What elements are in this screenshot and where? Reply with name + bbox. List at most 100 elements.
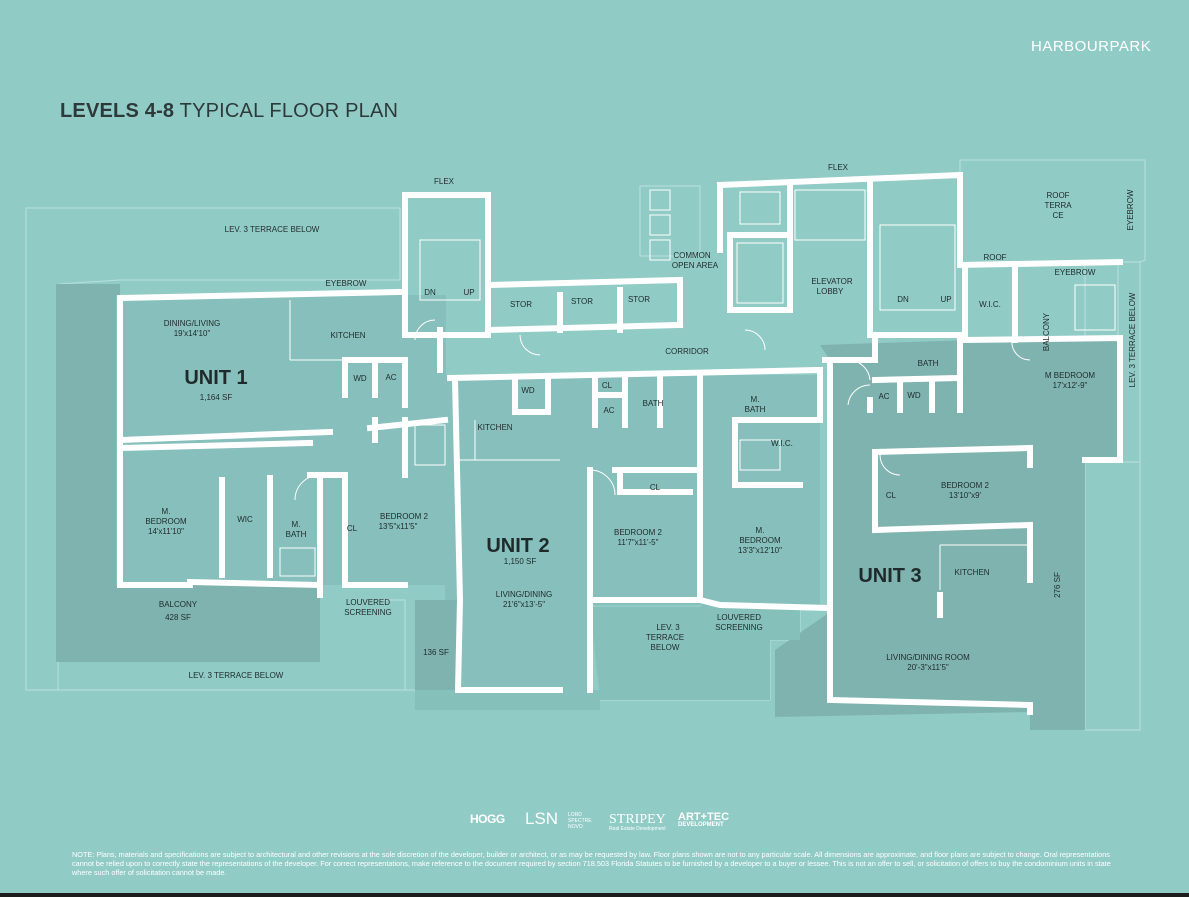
lsn-logo-sub: LORD SPECTRE NOVO [568, 812, 592, 830]
label-u2-cl2: CL [650, 483, 661, 492]
label-u3-wic: W.I.C. [979, 300, 1001, 309]
stripey-logo: STRIPEY [609, 812, 666, 827]
page-title: LEVELS 4-8 TYPICAL FLOOR PLAN [60, 100, 398, 123]
label-lev3-terrace-right: LEV. 3 TERRACE BELOW [1128, 292, 1137, 387]
label-u1-bed2-dim: 13'5"x11'5" [379, 522, 418, 531]
label-up-left: UP [463, 288, 474, 297]
label-u2-mbath-1: M. [751, 395, 760, 404]
unit2-sf: 1,150 SF [504, 557, 537, 566]
label-u3-cl: CL [886, 491, 897, 500]
room-labels: FLEX FLEX LEV. 3 TERRACE BELOW LEV. 3 TE… [145, 163, 1137, 680]
label-u3-276: 276 SF [1053, 572, 1062, 598]
stripey-logo-sub: Real Estate Development [609, 826, 666, 832]
label-u2-mbed-dim: 13'3"x12'10" [738, 546, 782, 555]
label-u2-mbed-1: M. [756, 526, 765, 535]
label-flex-right: FLEX [828, 163, 849, 172]
label-dn-left: DN [424, 288, 436, 297]
label-u1-dining: DINING/LIVING [164, 319, 220, 328]
label-u2-living: LIVING/DINING [496, 590, 552, 599]
label-louvered2-a: LOUVERED [717, 613, 761, 622]
label-u1-ac: AC [385, 373, 396, 382]
label-u2-kitchen: KITCHEN [477, 423, 512, 432]
walls [116, 171, 1124, 715]
label-u3-ac: AC [878, 392, 889, 401]
label-roof-terrace3: CE [1052, 211, 1063, 220]
label-flex-left: FLEX [434, 177, 455, 186]
disclaimer-note: NOTE: Plans, materials and specification… [72, 850, 1111, 877]
label-u1-balcony: BALCONY [159, 600, 198, 609]
label-u3-bed2: BEDROOM 2 [941, 481, 990, 490]
label-lev3-mid2: TERRACE [646, 633, 684, 642]
label-u1-balcony-sf: 428 SF [165, 613, 191, 622]
label-u1-kitchen: KITCHEN [330, 331, 365, 340]
label-u3-living-dim: 20'-3"x11'5" [907, 663, 949, 672]
label-u3-bed2-dim: 13'10"x9' [949, 491, 982, 500]
unit1-sf: 1,164 SF [200, 393, 233, 402]
label-u2-wd: WD [521, 386, 535, 395]
label-lev3-terrace-bottom: LEV. 3 TERRACE BELOW [189, 671, 284, 680]
label-u3-kitchen: KITCHEN [954, 568, 989, 577]
label-u1-wd: WD [353, 374, 367, 383]
label-elevator-1: ELEVATOR [811, 277, 853, 286]
label-common-1: COMMON [673, 251, 711, 260]
label-louvered2-b: SCREENING [715, 623, 763, 632]
label-louvered1-a: LOUVERED [346, 598, 390, 607]
brand-logo: HARBOURPARK [1031, 38, 1152, 55]
label-u2-mbed-2: BEDROOM [739, 536, 781, 545]
label-roof: ROOF [983, 253, 1006, 262]
label-u2-mbath-2: BATH [745, 405, 766, 414]
label-u1-wic: WIC [237, 515, 253, 524]
label-u3-mbed: M BEDROOM [1045, 371, 1096, 380]
label-stor-1: STOR [510, 300, 532, 309]
label-eyebrow-left: EYEBROW [326, 279, 367, 288]
label-u2-living-dim: 21'6"x13'-5" [503, 600, 545, 609]
label-roof-terrace2: TERRA [1044, 201, 1072, 210]
lsn-logo: LSN [525, 809, 559, 828]
arttec-logo-line2: DEVELOPMENT [678, 822, 724, 828]
label-u3-balcony: BALCONY [1042, 312, 1051, 351]
label-roof-terrace1: ROOF [1046, 191, 1069, 200]
title-levels: LEVELS 4-8 [60, 100, 175, 122]
label-lev3-mid1: LEV. 3 [656, 623, 680, 632]
label-stor-2: STOR [571, 297, 593, 306]
label-u3-bath: BATH [918, 359, 939, 368]
label-u1-cl: CL [347, 524, 358, 533]
bottom-bar [0, 893, 1189, 897]
label-u1-mbath-1: M. [292, 520, 301, 529]
details [279, 189, 1116, 590]
label-common-2: OPEN AREA [672, 261, 719, 270]
label-u2-cl: CL [602, 381, 613, 390]
label-u1-mbed-dim: 14'x11'10" [148, 527, 184, 536]
label-up-right: UP [940, 295, 951, 304]
label-u2-bed2-dim: 11'7"x11'-5" [618, 538, 659, 547]
unit2-name: UNIT 2 [486, 535, 549, 557]
label-lev3-mid3: BELOW [651, 643, 680, 652]
label-u2-wic: W.I.C. [771, 439, 793, 448]
label-u1-mbed-1: M. [162, 507, 171, 516]
unit-sf: 1,164 SF 1,150 SF [200, 393, 537, 566]
title-rest: TYPICAL FLOOR PLAN [174, 100, 399, 122]
label-u3-living: LIVING/DINING ROOM [886, 653, 970, 662]
label-u1-mbath-2: BATH [286, 530, 307, 539]
arttec-logo-line1: ART+TEC [678, 811, 730, 823]
label-u3-wd: WD [907, 391, 921, 400]
label-u2-136: 136 SF [423, 648, 449, 657]
unit3-name: UNIT 3 [858, 565, 921, 587]
label-eyebrow-right: EYEBROW [1055, 268, 1096, 277]
label-u3-mbed-dim: 17'x12'-9" [1053, 381, 1088, 390]
label-u1-dining-dim: 19'x14'10" [174, 329, 211, 338]
label-louvered1-b: SCREENING [344, 608, 392, 617]
label-eyebrow-vertical: EYEBROW [1126, 189, 1135, 230]
label-stor-3: STOR [628, 295, 650, 304]
label-u1-mbed-2: BEDROOM [145, 517, 187, 526]
hogg-logo: HOGG [470, 812, 505, 826]
label-u1-bed2: BEDROOM 2 [380, 512, 429, 521]
unit1-name: UNIT 1 [184, 367, 247, 389]
label-lev3-terrace-top: LEV. 3 TERRACE BELOW [225, 225, 320, 234]
unit-names: UNIT 1 UNIT 2 UNIT 3 [184, 367, 921, 587]
label-u2-ac: AC [603, 406, 614, 415]
label-corridor: CORRIDOR [665, 347, 709, 356]
